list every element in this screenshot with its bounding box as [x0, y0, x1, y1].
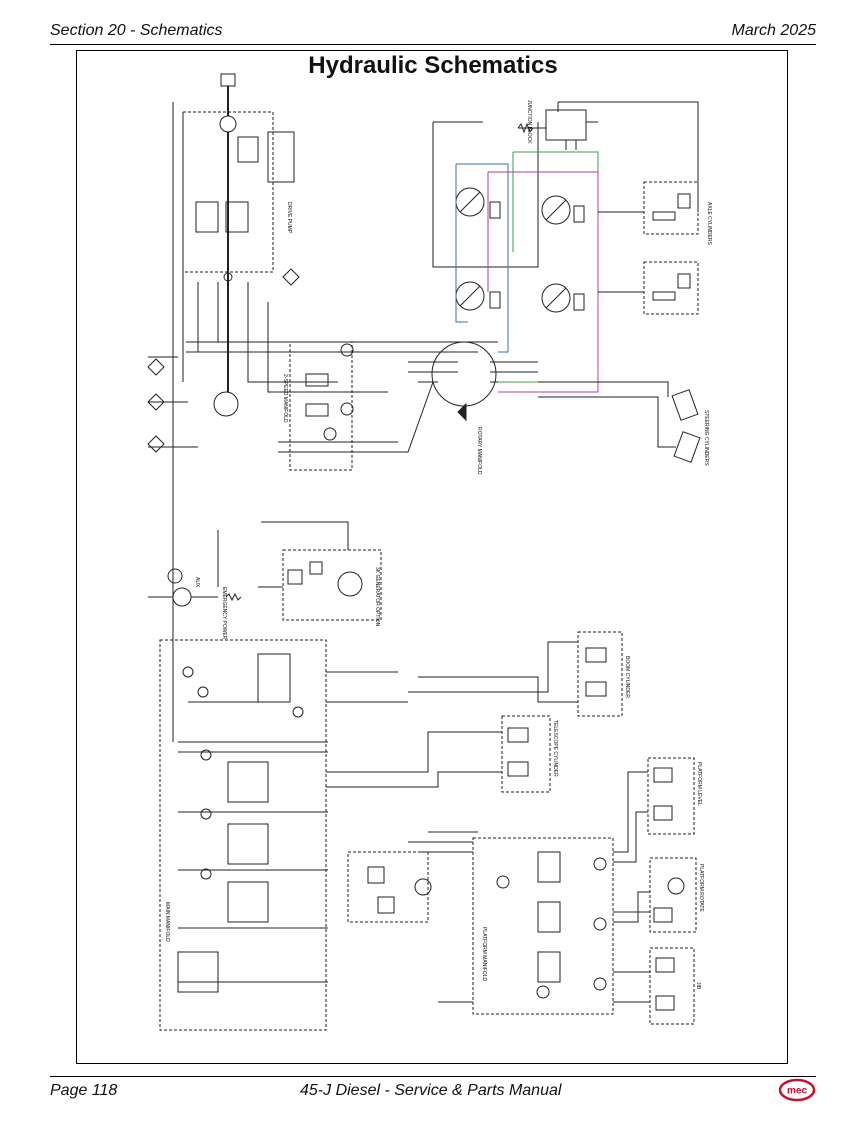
generator-option-label: 3K GENERATOR OPTION — [374, 567, 380, 627]
colored-hydraulic-lines — [455, 151, 599, 393]
platform-level: PLATFORM LEVEL — [613, 757, 702, 863]
valve-block-center — [347, 851, 432, 923]
main-manifold-label: MAIN MANIFOLD — [164, 902, 170, 942]
platform-level-label: PLATFORM LEVEL — [696, 762, 702, 806]
hydraulic-schematic-diagram: JUNCTION BLOCK DRIVE PUMP 2-SPEE — [147, 73, 712, 1031]
platform-rotate: PLATFORM ROTATE — [613, 857, 704, 933]
mec-logo: mec — [778, 1078, 816, 1102]
page-title: Hydraulic Schematics — [308, 52, 558, 79]
steering-cylinders-label: STEERING CYLINDERS — [703, 410, 709, 466]
junction-block-label: JUNCTION BLOCK — [526, 100, 532, 144]
two-speed-manifold: 2-SPEED MANIFOLD — [282, 341, 354, 471]
jib-label: JIB — [695, 982, 701, 990]
axle-cylinders-label: AXLE CYLINDERS — [706, 202, 712, 245]
filter-symbols — [147, 268, 300, 453]
aux-label: AUX — [194, 577, 200, 588]
platform-rotate-label: PLATFORM ROTATE — [698, 864, 704, 912]
axle-cylinders: AXLE CYLINDERS — [557, 101, 712, 315]
date-header: March 2025 — [731, 22, 817, 39]
manual-title: 45-J Diesel - Service & Parts Manual — [300, 1082, 562, 1099]
aux-pump: AUX EMERGENCY POWER — [148, 568, 242, 640]
svg-text:mec: mec — [787, 1086, 807, 1097]
generator-option: 3K GENERATOR OPTION — [217, 521, 382, 627]
schematic-frame — [76, 50, 788, 1064]
footer-rule — [50, 1076, 816, 1077]
platform-manifold: PLATFORM MANIFOLD — [408, 831, 614, 1015]
rotary-manifold-label: ROTARY MANIFOLD — [476, 427, 482, 475]
junction-block: JUNCTION BLOCK — [517, 100, 598, 150]
section-header: Section 20 - Schematics — [50, 22, 223, 39]
emergency-power-label: EMERGENCY POWER — [221, 587, 227, 640]
steering-cylinders: STEERING CYLINDERS — [538, 381, 709, 466]
drive-pump-label: DRIVE PUMP — [286, 202, 292, 234]
two-speed-manifold-label: 2-SPEED MANIFOLD — [282, 374, 288, 423]
main-manifold: MAIN MANIFOLD — [159, 639, 428, 1031]
page-number: Page 118 — [50, 1082, 118, 1099]
jib: JIB — [613, 947, 701, 1025]
telescope-cylinder-label: TELESCOPE CYLINDER — [552, 720, 558, 777]
drive-pump: DRIVE PUMP — [182, 73, 295, 392]
header-rule — [50, 44, 816, 45]
rotary-manifold: ROTARY MANIFOLD — [418, 341, 538, 475]
telescope-cylinder: TELESCOPE CYLINDER — [328, 715, 558, 793]
boom-cylinder-label: BOOM CYLINDER — [624, 656, 630, 698]
platform-manifold-label: PLATFORM MANIFOLD — [481, 927, 487, 981]
main-lines — [148, 102, 498, 702]
boom-cylinder: BOOM CYLINDER — [408, 631, 630, 717]
